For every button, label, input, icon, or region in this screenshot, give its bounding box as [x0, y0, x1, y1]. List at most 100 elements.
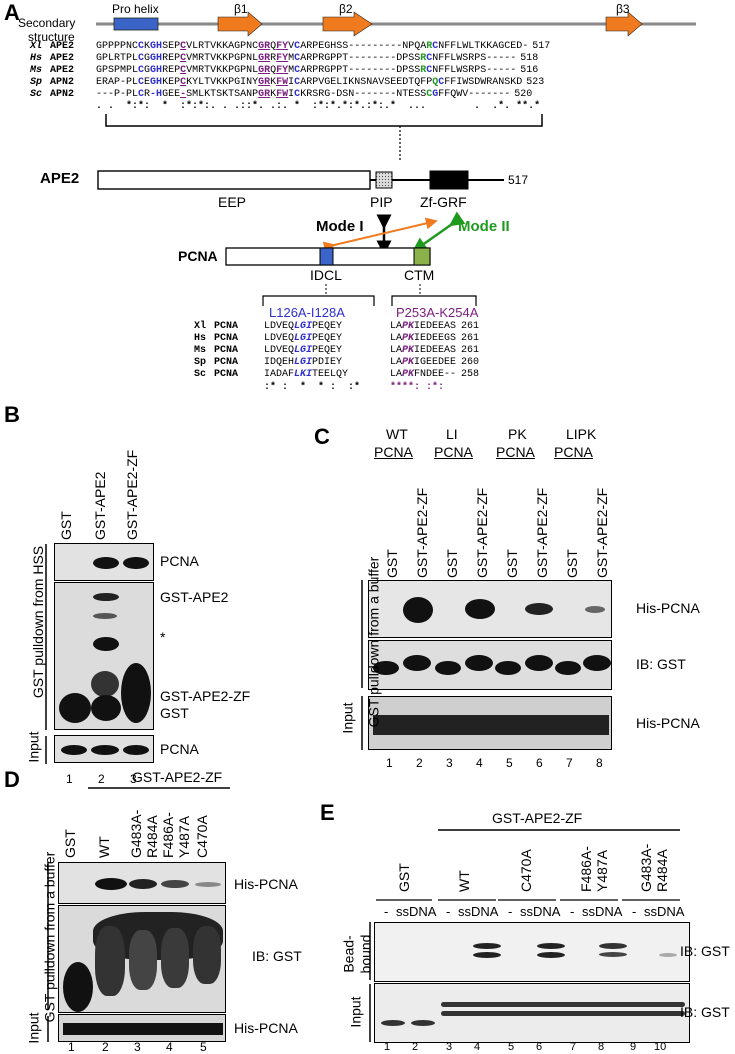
pcna-res: TEELQY — [312, 369, 349, 380]
pcna-res: LA — [390, 321, 403, 332]
ape2-protein-name: APN2 — [50, 89, 75, 100]
panel-d-lane-label: F486A- — [160, 812, 176, 858]
panel-c-lane-number: 8 — [596, 756, 603, 770]
secondary-structure-label-2: structure — [28, 30, 75, 44]
panel-b-lane-number: 3 — [130, 772, 137, 786]
pcna-res: IEDEEGS — [414, 333, 457, 344]
pcna-seq-idcl: LDVEQLGIPEQEY — [264, 345, 342, 357]
panel-e-group-label: G483A- — [638, 843, 654, 892]
panel-b-blot-pcna — [54, 543, 154, 581]
ape2-protein-name: APE2 — [50, 41, 75, 52]
panel-b-label-input-pcna: PCNA — [160, 741, 199, 757]
panel-e-lane-number: 4 — [474, 1041, 481, 1053]
pcna-res-pk: PK — [402, 345, 415, 356]
pcna-species: Hs — [194, 333, 207, 344]
pcna-mut1-label: L126A-I128A — [269, 305, 345, 320]
ape2-residues: C — [180, 53, 187, 64]
ape2-residues: KYLTVKKPGINY — [186, 77, 259, 88]
ape2-residues: R — [144, 89, 151, 100]
pcna-res: PDIEY — [312, 357, 343, 368]
panel-e-ssdna: ssDNA — [644, 904, 685, 919]
panel-b-lane-number: 2 — [98, 772, 105, 786]
panel-e-group-label: C470A — [518, 849, 534, 892]
ape2-residues: SMLKTSKTSANP — [186, 89, 259, 100]
ape2-residues: KRSRG-DSN-------NTESS — [300, 89, 427, 100]
ape2-residues: ---P-PL — [96, 89, 139, 100]
ape2-species: Sc — [30, 89, 43, 100]
panel-e-group-label: F486A- — [578, 846, 594, 892]
ape2-residues: I — [288, 89, 295, 100]
panel-e-group-label-2: R484A — [654, 849, 670, 892]
panel-d-blot-his-pcna — [58, 862, 226, 904]
pcna-res-pk: PK — [402, 357, 415, 368]
panel-c-side-brackets — [361, 580, 363, 750]
panel-d-lane-label: GST — [62, 829, 78, 858]
panel-b-blot-input — [54, 735, 154, 763]
panel-b-label-gst-ape2-zf: GST-APE2-ZF — [160, 688, 251, 704]
panel-e-ssdna: ssDNA — [396, 904, 437, 919]
pip-box — [375, 171, 393, 189]
ape2-residues: Q — [270, 41, 277, 52]
pcna-res: PEQEY — [312, 333, 343, 344]
ape2-sequence: GPSPMPLCGGHREPCVMRTVKKPGPNLGRQFYMCARPRGP… — [96, 65, 538, 77]
pcna-res: IDQEH — [264, 357, 295, 368]
ape2-species: Sp — [30, 77, 43, 88]
panel-a-letter: A — [4, 0, 20, 25]
panel-c-group-line1: PK — [508, 426, 527, 442]
panel-e-lane-number: 8 — [598, 1041, 605, 1053]
ape2-residues: C — [294, 41, 301, 52]
ape2-residues: -H — [150, 89, 163, 100]
panel-b-label-gst: GST — [160, 705, 189, 721]
ape2-residues: SEP — [162, 41, 181, 52]
ape2-residues: C — [180, 77, 187, 88]
ape2-residues: K — [270, 89, 277, 100]
pcna-length-num: 261 — [461, 321, 480, 332]
pcna-protein-label: PCNA — [178, 248, 218, 264]
beta3-label: β3 — [616, 2, 630, 16]
ape2-residues: G — [144, 53, 151, 64]
ape2-residues: NFFLWSRPS----- — [432, 53, 517, 64]
panel-e-lane-number: 6 — [536, 1041, 543, 1053]
ape2-sequence: ERAP-PLCEGHKEPCKYLTVKKPGINYGRKFWICARPVGE… — [96, 77, 544, 89]
ape2-residues: C — [180, 65, 187, 76]
panel-e-lane-number: 9 — [630, 1041, 637, 1053]
mode-arrows — [322, 211, 466, 256]
ape2-residues: C — [138, 77, 145, 88]
ape2-residues: KEP — [162, 77, 181, 88]
panel-e-lane-number: 2 — [412, 1041, 419, 1053]
panel-e-header-line — [438, 829, 680, 831]
ape2-residues: ARPRGPPT--------DPSS — [300, 65, 421, 76]
ape2-residues: C — [294, 53, 301, 64]
pcna-protein-name: PCNA — [214, 333, 239, 344]
eep-domain — [97, 170, 371, 190]
ape2-residues: FY — [276, 41, 289, 52]
ape2-residues: NFFLWLTKKAGCED- — [438, 41, 529, 52]
ape2-length-num: 517 — [532, 41, 551, 52]
ape2-species: Ms — [30, 65, 43, 76]
panel-c-lane-number: 4 — [476, 756, 483, 770]
panel-c-lane-number: 2 — [416, 756, 423, 770]
panel-d-label-input-his-pcna: His-PCNA — [234, 1020, 298, 1036]
panel-c-blot-his-pcna — [368, 580, 612, 638]
pcna-length-num: 261 — [461, 333, 480, 344]
ape2-residues: ARPEGHSS---------NPQA — [300, 41, 427, 52]
ape2-residues: C — [426, 53, 433, 64]
panel-e-minus: - — [446, 904, 451, 919]
panel-c-lane-number: 6 — [536, 756, 543, 770]
panel-d-lane-label: C470A — [194, 815, 210, 858]
panel-c-group-line2: PCNA — [554, 444, 593, 460]
panel-d-letter: D — [4, 767, 20, 792]
panel-e-header: GST-APE2-ZF — [492, 810, 583, 826]
panel-c-lane-label: GST-APE2-ZF — [594, 487, 610, 578]
panel-d-lane-label-2: R484A — [144, 815, 160, 858]
panel-c-group-line1: LIPK — [566, 426, 597, 442]
panel-e-minus: - — [384, 904, 389, 919]
ape2-length: 517 — [508, 173, 529, 187]
pcna-seq-idcl: IDQEHLGIPDIEY — [264, 357, 342, 369]
ape2-residues: - — [180, 89, 187, 100]
pcna-species: Xl — [194, 321, 207, 332]
panel-c-label-input-his-pcna: His-PCNA — [636, 715, 700, 731]
panel-d-lane-label-2: Y487A — [176, 815, 192, 858]
